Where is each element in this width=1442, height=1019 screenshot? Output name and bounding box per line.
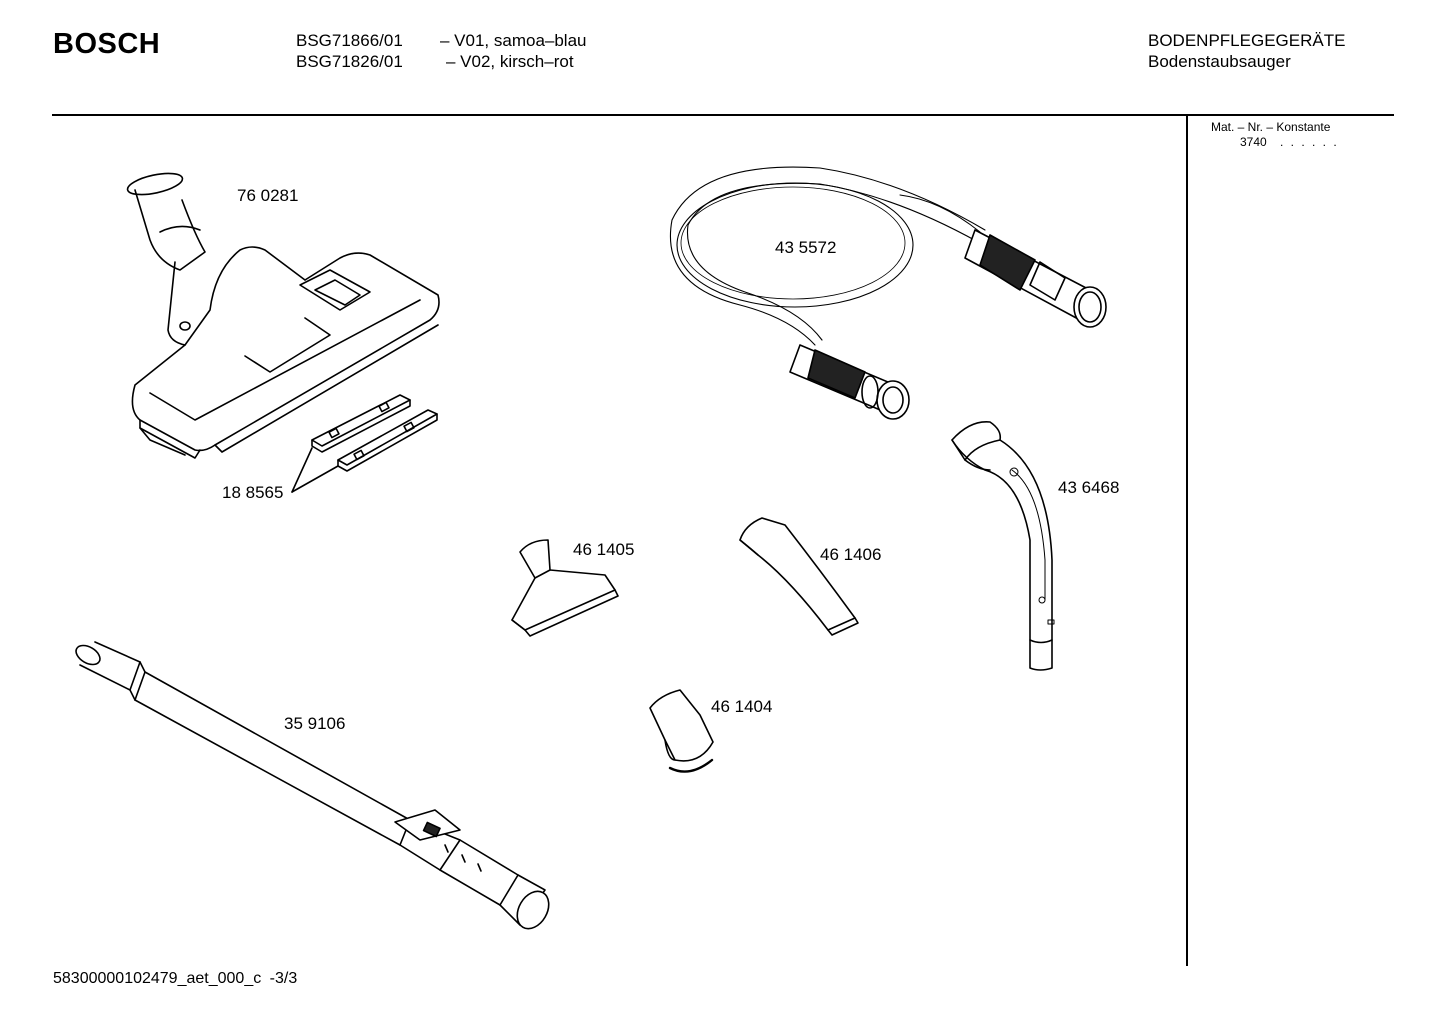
floor-nozzle-drawing <box>126 172 440 459</box>
part-label-crevice-nozzle: 46 1406 <box>820 545 882 564</box>
crevice-nozzle-drawing <box>739 517 859 636</box>
mat-number-label: Mat. – Nr. – Konstante <box>1211 120 1331 134</box>
model-variant-1: – V01, samoa–blau <box>440 31 587 50</box>
sidebar-divider <box>1186 116 1188 966</box>
bristle-strips-drawing <box>291 394 438 493</box>
header-divider <box>52 114 1394 116</box>
handle-tube-drawing <box>951 421 1055 671</box>
upholstery-nozzle-drawing <box>511 539 619 637</box>
suction-hose-drawing <box>670 166 986 346</box>
mat-number-value: 3740 <box>1240 135 1267 149</box>
exploded-parts-drawing <box>75 166 1107 930</box>
part-label-floor-nozzle: 76 0281 <box>237 186 299 205</box>
telescopic-tube-drawing <box>75 641 550 930</box>
subcategory-title: Bodenstaubsauger <box>1148 52 1291 71</box>
model-number-2: BSG71826/01 <box>296 52 403 71</box>
part-label-handle: 43 6468 <box>1058 478 1120 497</box>
part-label-tube: 35 9106 <box>284 714 346 733</box>
part-label-hose: 43 5572 <box>775 238 837 257</box>
small-nozzle-drawing <box>649 689 714 773</box>
document-footer: 58300000102479_aet_000_c -3/3 <box>53 970 297 988</box>
part-label-small-nozzle: 46 1404 <box>711 697 773 716</box>
part-label-strips: 18 8565 <box>222 483 284 502</box>
category-title: BODENPFLEGEGERÄTE <box>1148 31 1346 50</box>
model-number-1: BSG71866/01 <box>296 31 403 50</box>
model-variant-2: – V02, kirsch–rot <box>446 52 574 71</box>
brand-logo: BOSCH <box>53 28 161 60</box>
page-number: -3/3 <box>269 970 298 987</box>
mat-number-dots: . . . . . . <box>1280 135 1339 149</box>
part-label-upholstery-nozzle: 46 1405 <box>573 540 635 559</box>
hose-connector-top-drawing <box>964 229 1107 328</box>
hose-connector-bottom-drawing <box>789 344 910 420</box>
document-id: 58300000102479_aet_000_c <box>53 970 262 987</box>
